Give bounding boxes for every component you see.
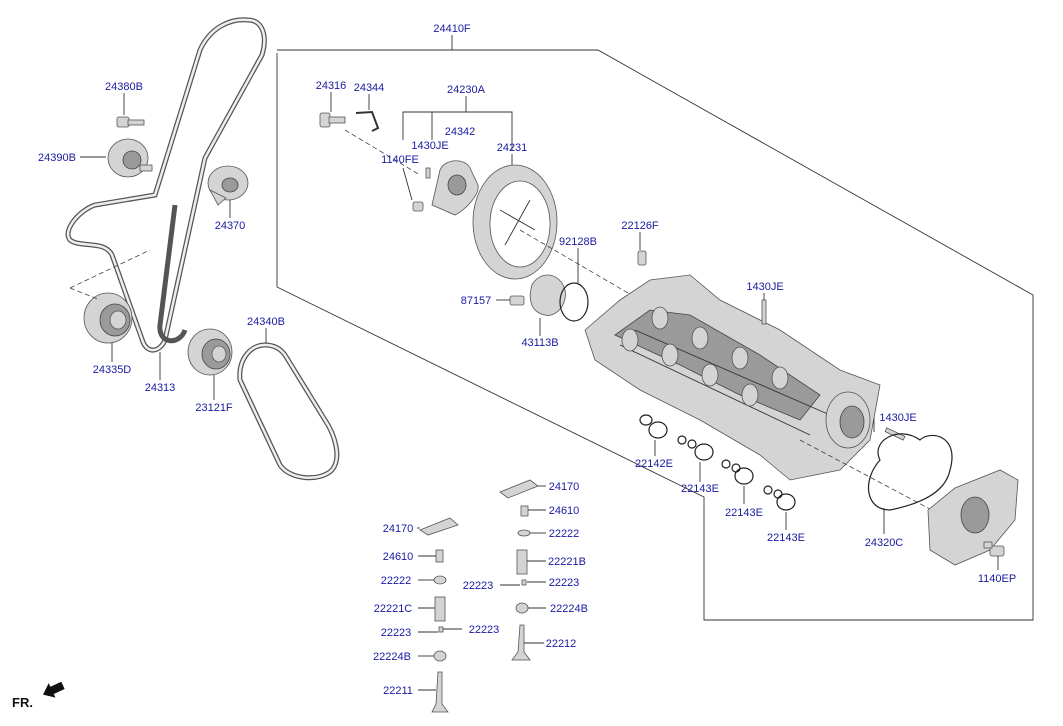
front-arrow-icon: [43, 681, 65, 698]
label-24410F[interactable]: 24410F: [433, 23, 471, 35]
bolt-24316: [319, 112, 346, 128]
label-24320C[interactable]: 24320C: [865, 537, 904, 549]
label-24342[interactable]: 24342: [445, 126, 476, 138]
dash-crank-2: [69, 287, 101, 301]
keeper-22223-d: [438, 626, 444, 633]
valve-22212: [511, 624, 531, 661]
key-24344: [355, 110, 380, 132]
label-22221B[interactable]: 22221B: [548, 556, 586, 568]
label-1430JE-c[interactable]: 1430JE: [879, 412, 916, 424]
dash-crank: [69, 249, 151, 289]
oring-92128B: [559, 282, 589, 322]
label-22143E-b[interactable]: 22143E: [725, 507, 763, 519]
dash-axis-top: [344, 129, 421, 176]
keeper-22223-b: [521, 579, 527, 586]
dash-axis-mid: [519, 229, 641, 301]
label-24335D[interactable]: 24335D: [93, 364, 132, 376]
label-23121F[interactable]: 23121F: [195, 402, 233, 414]
gasket-24320C: [867, 433, 953, 511]
label-1140EP[interactable]: 1140EP: [978, 573, 1016, 585]
label-22126F[interactable]: 22126F: [621, 220, 659, 232]
sprocket-23121F: [187, 328, 233, 376]
label-24170-a[interactable]: 24170: [549, 481, 580, 493]
label-22143E-a[interactable]: 22143E: [681, 483, 719, 495]
seal-22143E-b: [721, 459, 754, 485]
leader-lines: [80, 92, 999, 691]
leader-1140FE: [402, 167, 413, 201]
label-22212[interactable]: 22212: [546, 638, 577, 650]
label-24231[interactable]: 24231: [497, 142, 528, 154]
label-24316[interactable]: 24316: [316, 80, 347, 92]
label-24340B[interactable]: 24340B: [247, 316, 285, 328]
dowel-22126F: [637, 250, 647, 266]
front-indicator-label: FR.: [12, 695, 33, 710]
label-22224B-b[interactable]: 22224B: [373, 651, 411, 663]
label-22223-b[interactable]: 22223: [463, 580, 494, 592]
label-1430JE-b[interactable]: 1430JE: [746, 281, 783, 293]
rocker-24170-a: [499, 479, 539, 499]
tensioner-24370: [207, 165, 249, 206]
label-24380B[interactable]: 24380B: [105, 81, 143, 93]
bracket-24230A: [402, 111, 513, 150]
label-24610-a[interactable]: 24610: [549, 505, 580, 517]
belt-24340B: [237, 342, 340, 481]
label-87157[interactable]: 87157: [461, 295, 492, 307]
label-1140FE[interactable]: 1140FE: [381, 154, 419, 166]
label-24230A[interactable]: 24230A: [447, 84, 486, 96]
label-1430JE-a[interactable]: 1430JE: [411, 140, 448, 152]
label-24370[interactable]: 24370: [215, 220, 246, 232]
spring-22221C: [434, 596, 446, 622]
retainer-22222-a: [517, 529, 531, 537]
label-22222-b[interactable]: 22222: [381, 575, 412, 587]
retainer-22222-b: [433, 575, 447, 585]
crank-sprocket-24335D: [83, 292, 133, 344]
label-22223-d[interactable]: 22223: [469, 624, 500, 636]
label-24344[interactable]: 24344: [354, 82, 385, 94]
bolt-1140EP: [983, 541, 1005, 557]
dash-axis-right: [799, 439, 961, 526]
lash-24610-b: [435, 549, 444, 563]
label-22143E-c[interactable]: 22143E: [767, 532, 805, 544]
label-43113B[interactable]: 43113B: [521, 337, 558, 349]
seal-22143E-a: [677, 435, 714, 461]
assembly-boundary: [276, 49, 1034, 621]
pin-1430JE-b: [761, 299, 767, 325]
cover-43113B: [529, 274, 566, 316]
spring-22221B: [516, 549, 528, 575]
timing-belt-24313: [65, 17, 267, 353]
label-24390B[interactable]: 24390B: [38, 152, 76, 164]
sprocket-24231: [472, 164, 558, 280]
lash-24610-a: [520, 505, 529, 517]
rear-cover: [927, 469, 1019, 566]
label-22221C[interactable]: 22221C: [374, 603, 413, 615]
bolt-24380B: [116, 116, 145, 128]
label-24313[interactable]: 24313: [145, 382, 176, 394]
label-22224B-a[interactable]: 22224B: [550, 603, 588, 615]
label-22211[interactable]: 22211: [383, 685, 413, 697]
label-22222-a[interactable]: 22222: [549, 528, 580, 540]
cylinder-head: [584, 274, 881, 481]
label-92128B[interactable]: 92128B: [559, 236, 597, 248]
pin-1430JE-a: [425, 167, 431, 179]
label-24170-b[interactable]: 24170: [383, 523, 414, 535]
label-24610-b[interactable]: 24610: [383, 551, 414, 563]
idler-pulley-24390B: [107, 138, 153, 178]
seal-22142E: [639, 414, 668, 439]
seal-22143E-c: [763, 485, 796, 511]
seal-22224B-b: [433, 650, 447, 662]
valve-22211: [431, 671, 449, 713]
bolt-1140FE: [412, 201, 424, 212]
label-22223-a[interactable]: 22223: [549, 577, 580, 589]
sensor-87157: [509, 295, 525, 306]
rocker-24170-b: [419, 517, 459, 536]
pin-1430JE-c: [884, 427, 906, 441]
label-22223-c[interactable]: 22223: [381, 627, 412, 639]
hub-24342: [431, 160, 479, 216]
seal-22224B-a: [515, 602, 529, 614]
label-22142E[interactable]: 22142E: [635, 458, 673, 470]
